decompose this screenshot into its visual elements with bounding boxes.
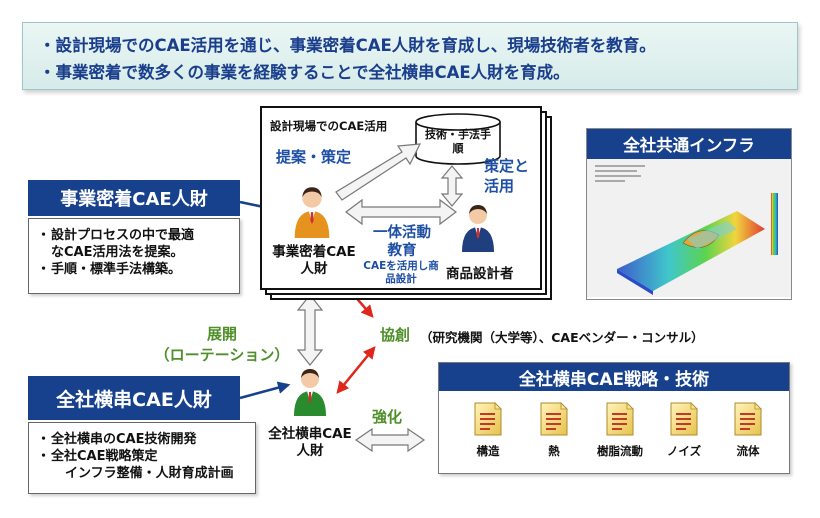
document-icon: [605, 401, 635, 437]
corporate-cae-item: 全社CAE戦略策定: [37, 448, 255, 465]
deploy-label: 展開 （ローテーション）: [152, 324, 292, 366]
panel-arrows: [335, 143, 464, 226]
product-designer-icon: [458, 202, 498, 252]
doc-label: 樹脂流動: [597, 444, 643, 458]
simulation-image: [587, 159, 791, 297]
strengthen-arrow: [354, 427, 426, 453]
business-cae-box: 設計プロセスの中で最適 なCAE活用法を提案。 手順・標準手法構築。: [28, 218, 240, 294]
document-icon: [539, 401, 569, 437]
design-site-header: 設計現場でのCAE活用: [270, 119, 388, 133]
doc-thermal: 熱: [523, 401, 585, 459]
doc-label: 熱: [548, 444, 560, 458]
cae-specialist-icon: [290, 184, 334, 238]
database-icon: [415, 113, 501, 165]
corporate-cae-list: 全社横串のCAE技術開発 全社CAE戦略策定 インフラ整備・人財育成計画: [37, 431, 255, 482]
summary-line-2: ・事業密着で数多くの事業を経験することで全社横串CAE人財を育成。: [39, 63, 570, 82]
business-cae-title: 事業密着CAE人財: [28, 180, 240, 216]
infra-panel: 全社共通インフラ: [586, 128, 792, 300]
strategy-title: 全社横串CAE戦略・技術: [439, 363, 789, 391]
strategy-panel: 全社横串CAE戦略・技術 構造 熱 樹脂流動 ノイズ 流体: [438, 362, 790, 474]
doc-fluid: 流体: [717, 401, 779, 459]
doc-resin-flow: 樹脂流動: [589, 401, 651, 459]
business-cae-item: なCAE活用法を提案。: [51, 245, 184, 260]
deploy-line-2: （ローテーション）: [154, 346, 290, 364]
document-icon: [473, 401, 503, 437]
unified-line-2: 教育: [387, 243, 417, 259]
business-cae-item: 設計プロセスの中で最適: [37, 227, 239, 244]
business-cae-list: 設計プロセスの中で最適 なCAE活用法を提案。 手順・標準手法構築。: [37, 227, 239, 278]
doc-label: 構造: [476, 444, 500, 458]
infra-title: 全社共通インフラ: [587, 129, 791, 159]
corporate-cae-box: 全社横串のCAE技術開発 全社CAE戦略策定 インフラ整備・人財育成計画: [28, 422, 256, 494]
propose-label: 提案・策定: [276, 148, 352, 166]
summary-line-1: ・設計現場でのCAE活用を通じ、事業密着CAE人財を育成し、現場技術者を教育。: [39, 36, 656, 55]
doc-noise: ノイズ: [653, 401, 715, 459]
database-label: 技術・手法手順: [425, 128, 491, 155]
person-right-label: 商品設計者: [446, 266, 514, 282]
deploy-line-1: 展開: [206, 325, 237, 343]
cocreation-detail: （研究機関（大学等）、CAEベンダー・コンサル）: [420, 330, 704, 345]
person-bottom-label: 全社横串CAE人財: [268, 426, 352, 459]
corporate-cae-title: 全社横串CAE人財: [28, 376, 240, 420]
document-icon: [669, 401, 699, 437]
unified-line-1: 一体活動: [373, 225, 431, 241]
design-site-panel: 設計現場でのCAE活用 技術・手法手順 提案・策定 策定と活用 事業密着CAE人…: [260, 106, 542, 290]
cae-design-label: CAEを活用し商品設計: [363, 260, 439, 285]
document-icon: [733, 401, 763, 437]
summary-banner: ・設計現場でのCAE活用を通じ、事業密着CAE人財を育成し、現場技術者を教育。 …: [22, 22, 798, 90]
corporate-cae-item: インフラ整備・人財育成計画: [65, 466, 234, 481]
unified-activity-label: 一体活動 教育: [352, 224, 452, 260]
strengthen-label: 強化: [372, 408, 403, 426]
corporate-cae-item: 全社横串のCAE技術開発: [37, 431, 255, 448]
rotation-arrow: [296, 294, 324, 366]
business-cae-item: 手順・標準手法構築。: [37, 261, 239, 278]
formulate-label: 策定と活用: [484, 157, 530, 195]
doc-label: ノイズ: [666, 444, 702, 458]
doc-label: 流体: [736, 444, 760, 458]
corporate-cae-person-icon: [290, 366, 330, 416]
cocreation-label: 協創: [380, 326, 411, 344]
doc-structure: 構造: [457, 401, 519, 459]
cocreation-arrow-bottom: [336, 346, 376, 394]
pointer-arrow-corporate: [239, 381, 291, 400]
person-left-label: 事業密着CAE人財: [272, 244, 356, 277]
